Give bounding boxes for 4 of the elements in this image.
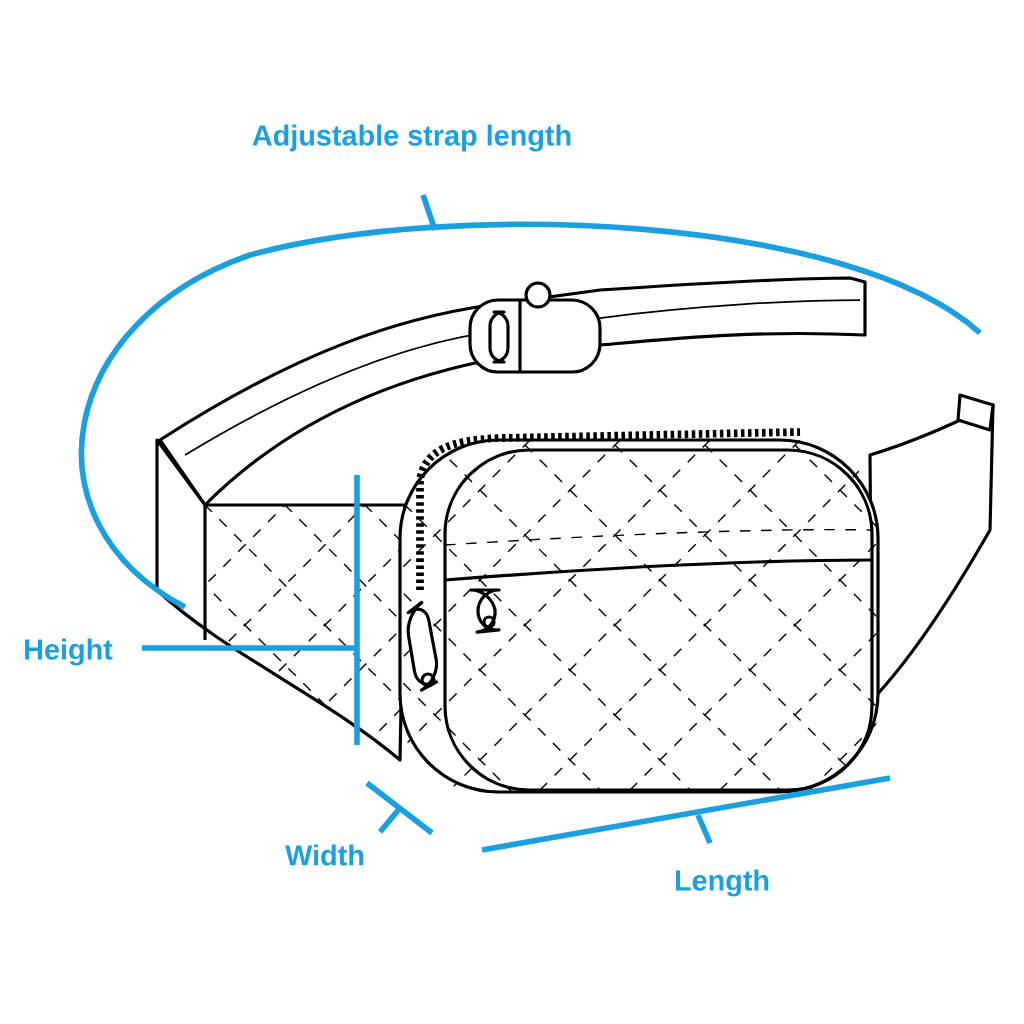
- dimension-label: Length: [675, 869, 769, 897]
- dimension-label: Height: [25, 638, 113, 666]
- dimension-label: Width: [285, 844, 364, 866]
- dimension-label: Adjustable strap length: [252, 124, 571, 152]
